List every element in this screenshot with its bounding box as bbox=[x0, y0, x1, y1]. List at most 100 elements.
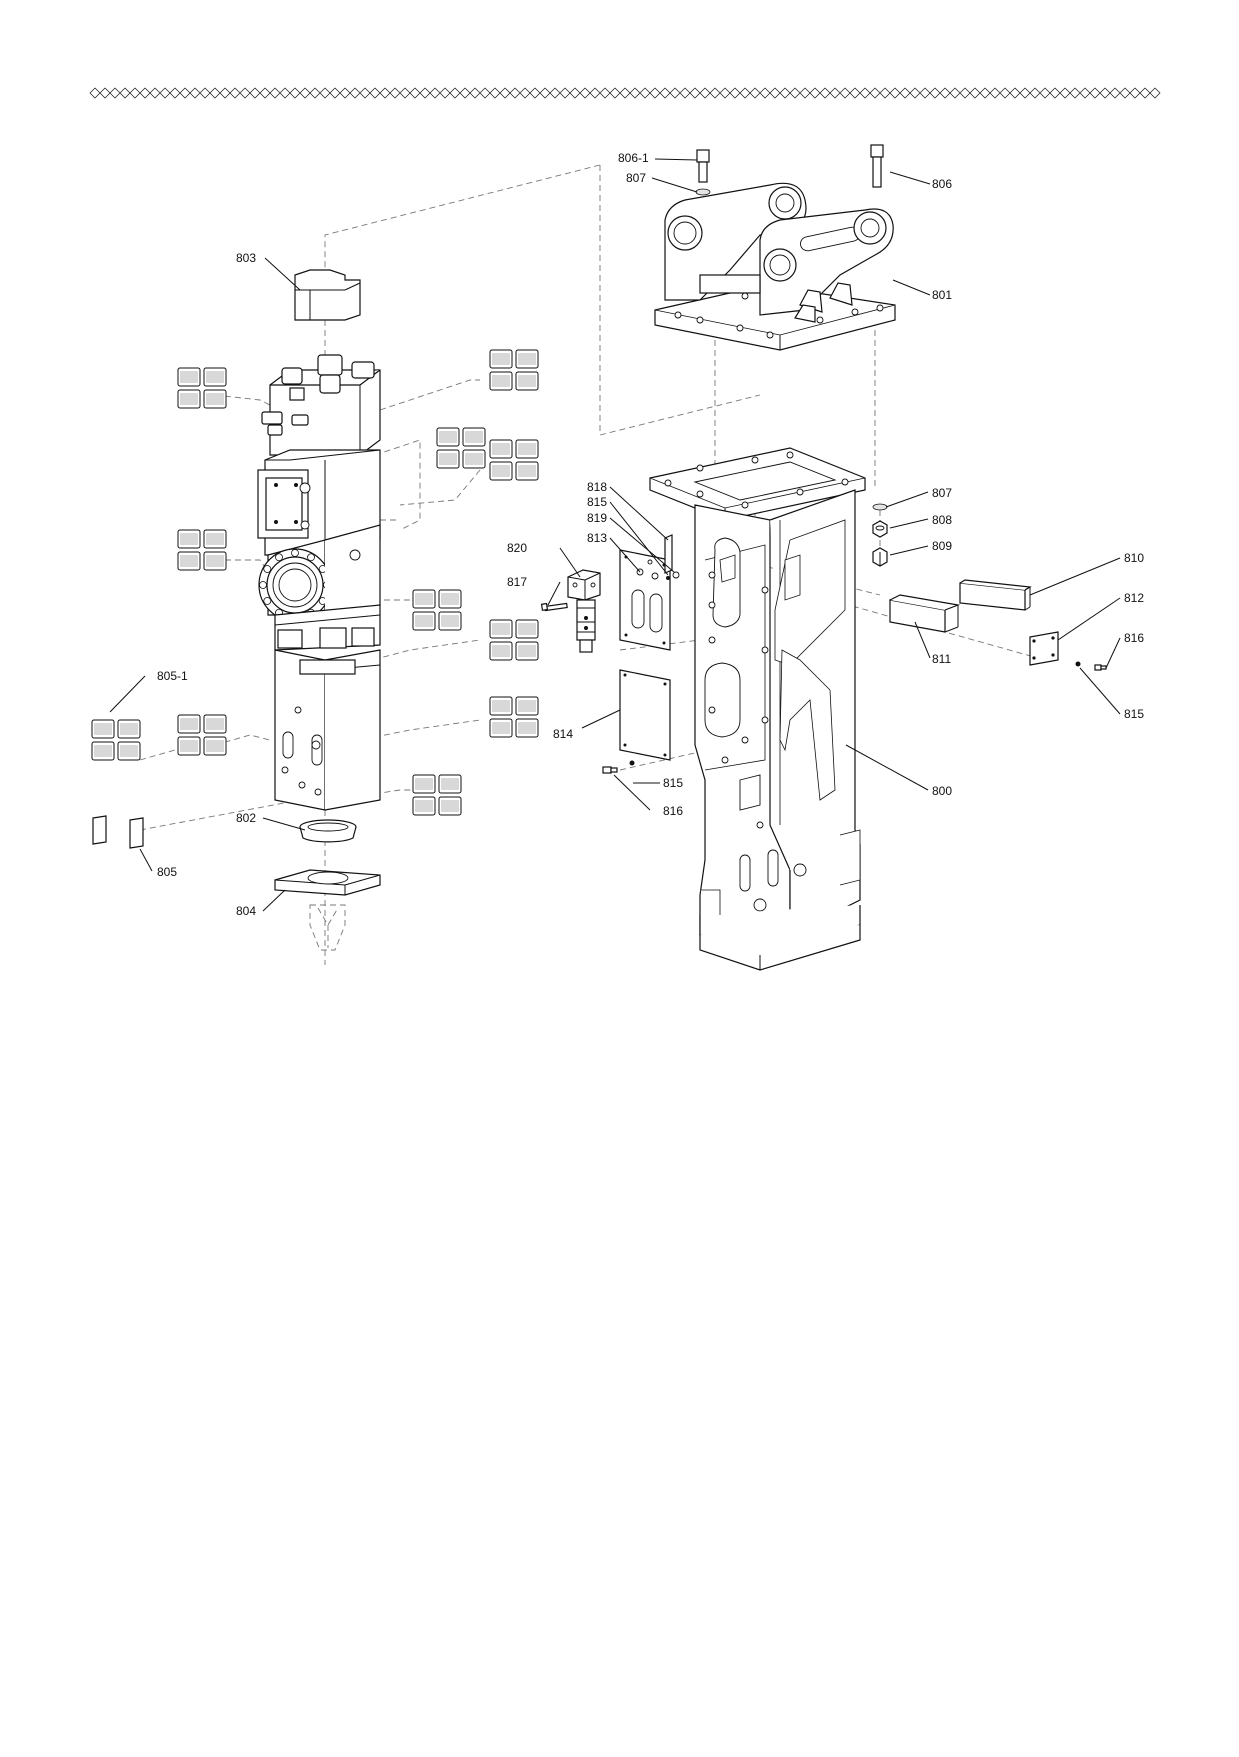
border-diamond bbox=[1079, 87, 1091, 99]
label-815-top: 815 bbox=[587, 495, 607, 509]
label-806-1: 806-1 bbox=[618, 151, 649, 165]
border-diamond bbox=[109, 87, 121, 99]
border-diamond bbox=[569, 87, 581, 99]
border-diamond bbox=[919, 87, 931, 99]
border-diamond bbox=[979, 87, 991, 99]
part-813-mounting-plate bbox=[619, 549, 671, 651]
border-diamond bbox=[1139, 87, 1151, 99]
border-diamond bbox=[589, 87, 601, 99]
wear-pad-group bbox=[91, 719, 141, 761]
border-diamond bbox=[99, 87, 111, 99]
border-diamond bbox=[779, 87, 791, 99]
border-diamond bbox=[459, 87, 471, 99]
border-diamond bbox=[899, 87, 911, 99]
wear-pad-group bbox=[177, 714, 227, 756]
wear-pad-group bbox=[489, 439, 539, 481]
part-808-nut bbox=[872, 520, 888, 538]
diamond-border bbox=[89, 87, 1161, 99]
border-diamond bbox=[789, 87, 801, 99]
part-810-bar bbox=[959, 579, 1032, 611]
label-819: 819 bbox=[587, 511, 607, 525]
wear-pad-group bbox=[489, 619, 539, 661]
wear-pad-group bbox=[177, 529, 227, 571]
border-diamond bbox=[859, 87, 871, 99]
part-811-bar bbox=[889, 594, 961, 633]
border-diamond bbox=[139, 87, 151, 99]
part-807-washer bbox=[872, 503, 888, 511]
part-labels: 806-1 807 806 801 803 802 804 805 805-1 … bbox=[157, 151, 1144, 918]
border-diamond bbox=[709, 87, 721, 99]
part-814-cover bbox=[619, 669, 671, 761]
border-diamond bbox=[809, 87, 821, 99]
border-diamond bbox=[279, 87, 291, 99]
border-diamond bbox=[1109, 87, 1121, 99]
disk-bolt bbox=[263, 597, 272, 605]
border-diamond bbox=[839, 87, 851, 99]
border-diamond bbox=[1149, 87, 1161, 99]
label-814: 814 bbox=[553, 727, 573, 741]
border-diamond bbox=[1129, 87, 1141, 99]
border-diamond bbox=[929, 87, 941, 99]
border-diamond bbox=[519, 87, 531, 99]
part-806-1-bolt bbox=[696, 149, 710, 183]
part-802-ring bbox=[299, 819, 357, 843]
border-diamond bbox=[419, 87, 431, 99]
border-diamond bbox=[119, 87, 131, 99]
label-817: 817 bbox=[507, 575, 527, 589]
border-diamond bbox=[799, 87, 811, 99]
border-diamond bbox=[489, 87, 501, 99]
wear-pads bbox=[91, 349, 539, 816]
label-815-lower: 815 bbox=[663, 776, 683, 790]
border-diamond bbox=[819, 87, 831, 99]
border-diamond bbox=[909, 87, 921, 99]
label-818: 818 bbox=[587, 480, 607, 494]
border-diamond bbox=[389, 87, 401, 99]
border-diamond bbox=[689, 87, 701, 99]
border-diamond bbox=[699, 87, 711, 99]
label-810: 810 bbox=[1124, 551, 1144, 565]
border-diamond bbox=[679, 87, 691, 99]
border-diamond bbox=[329, 87, 341, 99]
border-diamond bbox=[849, 87, 861, 99]
border-diamond bbox=[199, 87, 211, 99]
border-diamond bbox=[449, 87, 461, 99]
border-diamond bbox=[429, 87, 441, 99]
label-807-right: 807 bbox=[932, 486, 952, 500]
border-diamond bbox=[249, 87, 261, 99]
part-820-valve bbox=[567, 569, 601, 653]
border-diamond bbox=[959, 87, 971, 99]
border-diamond bbox=[1039, 87, 1051, 99]
border-diamond bbox=[639, 87, 651, 99]
part-815-washer-center bbox=[666, 576, 670, 580]
border-diamond bbox=[1069, 87, 1081, 99]
wear-pad-group bbox=[489, 349, 539, 391]
border-diamond bbox=[349, 87, 361, 99]
border-diamond bbox=[989, 87, 1001, 99]
border-diamond bbox=[879, 87, 891, 99]
wear-pad-group bbox=[177, 367, 227, 409]
border-diamond bbox=[259, 87, 271, 99]
label-820: 820 bbox=[507, 541, 527, 555]
border-diamond bbox=[769, 87, 781, 99]
border-diamond bbox=[379, 87, 391, 99]
border-diamond bbox=[299, 87, 311, 99]
breaker-cylinder-assembly bbox=[257, 354, 381, 811]
part-815-washer-lower bbox=[629, 760, 635, 766]
wear-pad-group bbox=[436, 427, 486, 469]
wear-pad-group bbox=[489, 696, 539, 738]
border-diamond bbox=[289, 87, 301, 99]
border-diamond bbox=[939, 87, 951, 99]
border-diamond bbox=[629, 87, 641, 99]
border-diamond bbox=[1099, 87, 1111, 99]
disk-bolt bbox=[291, 549, 299, 557]
part-816-screw-center bbox=[602, 766, 618, 774]
label-804: 804 bbox=[236, 904, 256, 918]
label-816-right: 816 bbox=[1124, 631, 1144, 645]
label-800: 800 bbox=[932, 784, 952, 798]
label-807-top: 807 bbox=[626, 171, 646, 185]
border-diamond bbox=[149, 87, 161, 99]
border-diamond bbox=[369, 87, 381, 99]
border-diamond bbox=[309, 87, 321, 99]
part-812-cover-plate bbox=[1029, 631, 1059, 666]
